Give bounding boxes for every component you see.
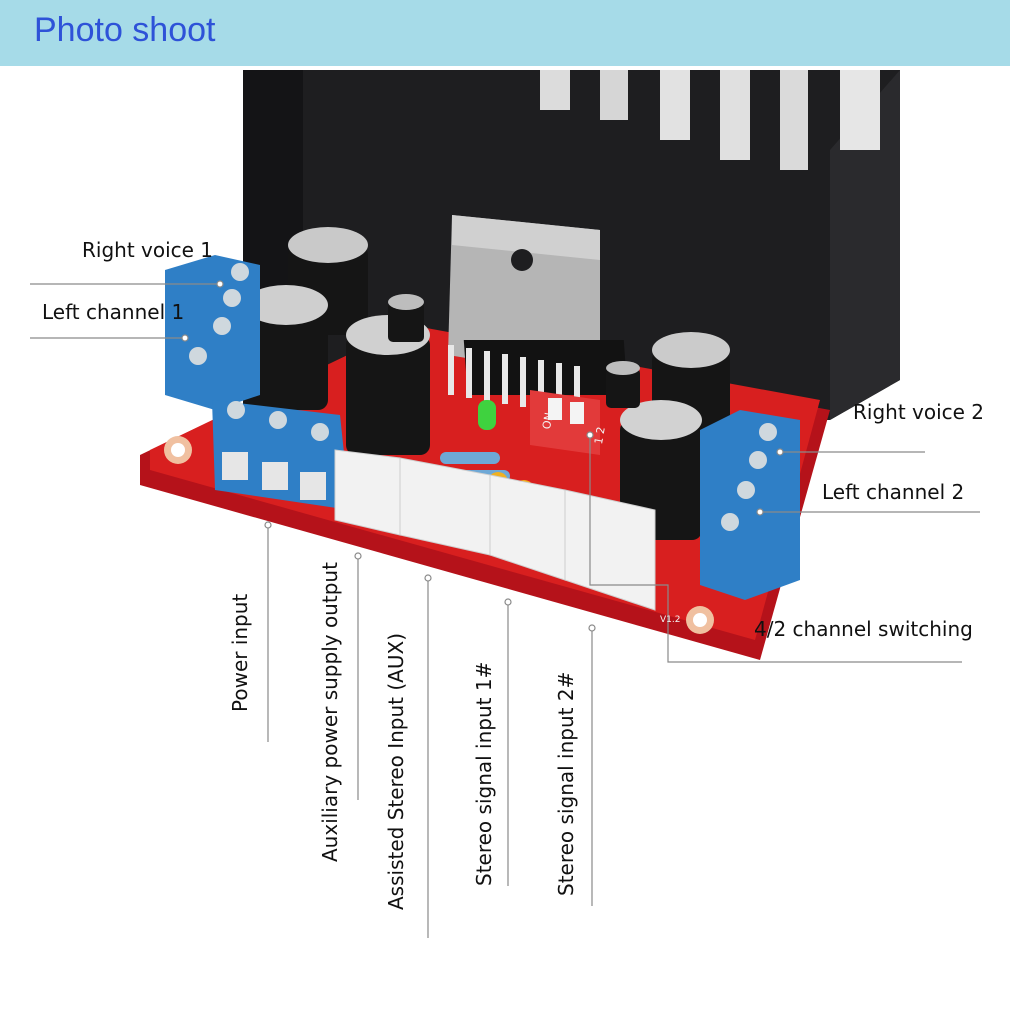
label-left-channel-2: Left channel 2 bbox=[822, 480, 965, 504]
label-stereo-signal-input-2: Stereo signal input 2# bbox=[554, 671, 578, 896]
dip-switch bbox=[530, 390, 600, 455]
capacitors bbox=[244, 227, 730, 540]
label-right-voice-2: Right voice 2 bbox=[853, 400, 985, 424]
pcb-version-marking: V1.2 bbox=[660, 615, 681, 625]
label-aux-power-output: Auxiliary power supply output bbox=[318, 562, 342, 862]
label-power-input: Power input bbox=[228, 593, 252, 712]
label-channel-switching: 4/2 channel switching bbox=[754, 617, 973, 641]
terminal-block-left bbox=[165, 255, 260, 410]
amplifier-ic bbox=[448, 215, 628, 416]
header-banner: Photo shoot bbox=[0, 0, 1010, 66]
terminal-block-right bbox=[700, 410, 800, 600]
terminal-block-power bbox=[212, 400, 350, 510]
label-right-voice-1: Right voice 1 bbox=[82, 238, 214, 262]
label-left-channel-1: Left channel 1 bbox=[42, 300, 185, 324]
label-assisted-stereo-input: Assisted Stereo Input (AUX) bbox=[384, 633, 408, 910]
callout-lines bbox=[30, 280, 980, 938]
label-stereo-signal-input-1: Stereo signal input 1# bbox=[472, 661, 496, 886]
page-title: Photo shoot bbox=[34, 11, 216, 49]
connectors bbox=[334, 449, 656, 611]
